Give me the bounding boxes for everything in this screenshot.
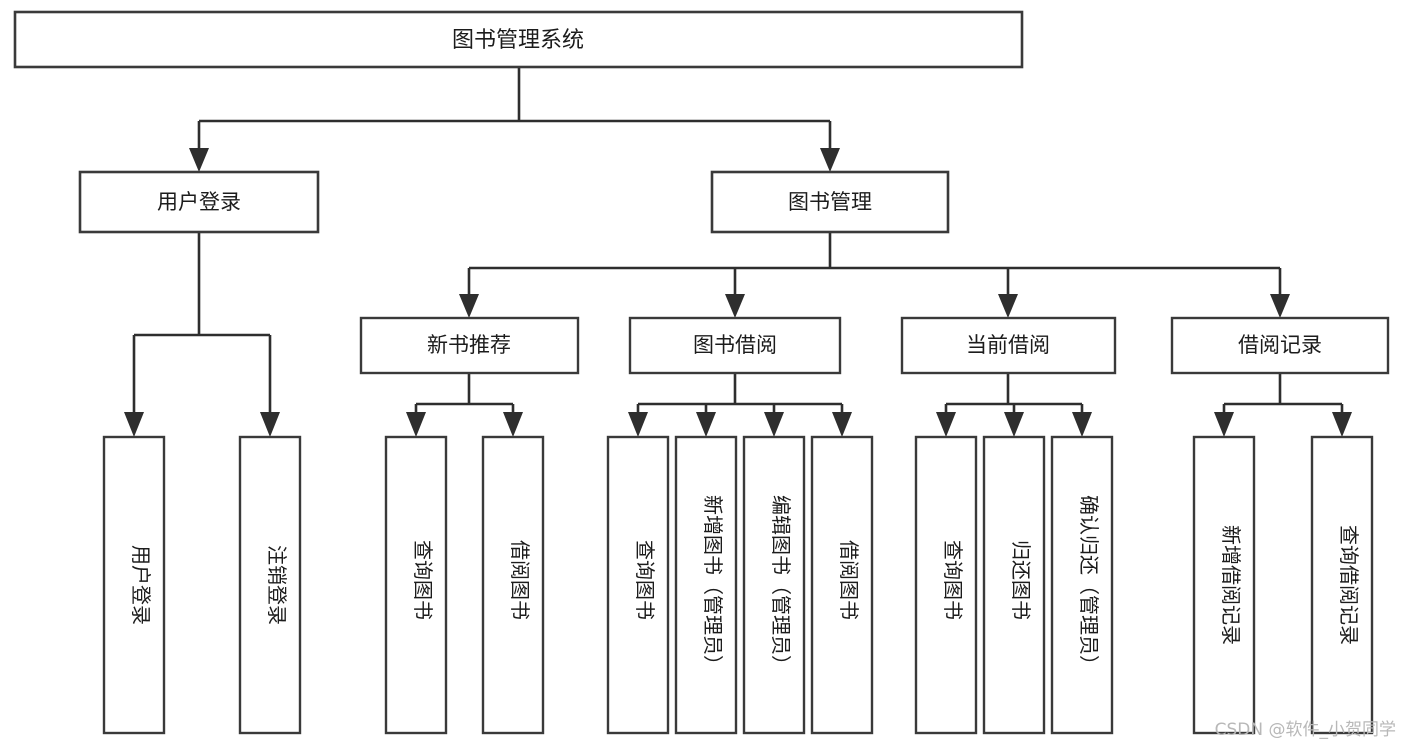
connectors bbox=[124, 67, 1352, 437]
leaf-logout-box[interactable] bbox=[238, 435, 302, 735]
node-root-system[interactable]: 图书管理系统 bbox=[13, 10, 1024, 69]
arrowhead-leaf-add-book bbox=[696, 412, 716, 437]
leaf-return-book-label: 归还图书 bbox=[1009, 540, 1033, 620]
leaf-edit-book-box[interactable] bbox=[742, 435, 806, 735]
node-book-management-label: 图书管理 bbox=[788, 190, 872, 214]
arrowhead-leaf-confirm-return bbox=[1072, 412, 1092, 437]
leaf-return-book[interactable]: 归还图书 bbox=[982, 435, 1046, 735]
node-current-borrow-label: 当前借阅 bbox=[966, 333, 1050, 357]
leaf-borrow-book-recommend[interactable]: 借阅图书 bbox=[481, 435, 545, 735]
node-borrow-record-box[interactable] bbox=[1170, 316, 1390, 375]
node-book-management[interactable]: 图书管理 bbox=[710, 170, 950, 234]
arrowhead-leaf-add-record bbox=[1214, 412, 1234, 437]
leaf-add-borrow-record-label: 新增借阅记录 bbox=[1219, 525, 1243, 645]
leaf-confirm-return[interactable]: 确认归还（管理员） bbox=[1050, 435, 1114, 735]
arrowhead-leaf-logout bbox=[260, 412, 280, 437]
leaf-add-book-label: 新增图书（管理员） bbox=[701, 495, 725, 675]
node-book-borrow-label: 图书借阅 bbox=[693, 333, 777, 357]
leaf-query-book-current-label: 查询图书 bbox=[941, 540, 965, 620]
leaf-user-login-label: 用户登录 bbox=[129, 545, 153, 625]
arrowhead-bookborrow bbox=[725, 294, 745, 318]
arrowhead-leaf-user-login bbox=[124, 412, 144, 437]
leaf-query-book-recommend[interactable]: 查询图书 bbox=[384, 435, 448, 735]
leaf-edit-book-label: 编辑图书（管理员） bbox=[769, 495, 793, 675]
arrowhead-newbook bbox=[459, 294, 479, 318]
watermark-text: CSDN @软件_小贺同学 bbox=[1215, 720, 1396, 740]
leaf-return-book-box[interactable] bbox=[982, 435, 1046, 735]
leaf-user-login-box[interactable] bbox=[102, 435, 166, 735]
node-root-system-label: 图书管理系统 bbox=[452, 28, 584, 53]
leaf-borrow-book-borrow-label: 借阅图书 bbox=[837, 540, 861, 620]
node-new-book-recommend-label: 新书推荐 bbox=[427, 333, 511, 357]
leaf-query-book-borrow-box[interactable] bbox=[606, 435, 670, 735]
leaf-query-book-borrow-label: 查询图书 bbox=[633, 540, 657, 620]
arrowhead-borrowrecord bbox=[1270, 294, 1290, 318]
leaf-logout-label: 注销登录 bbox=[265, 545, 289, 625]
node-current-borrow-box[interactable] bbox=[900, 316, 1117, 375]
leaf-edit-book[interactable]: 编辑图书（管理员） bbox=[742, 435, 806, 735]
leaf-query-book-recommend-label: 查询图书 bbox=[411, 540, 435, 620]
node-user-login-label: 用户登录 bbox=[157, 190, 241, 214]
leaf-query-book-recommend-box[interactable] bbox=[384, 435, 448, 735]
node-user-login[interactable]: 用户登录 bbox=[78, 170, 320, 234]
node-book-borrow[interactable]: 图书借阅 bbox=[628, 316, 842, 375]
arrowhead-leaf-query-book-1 bbox=[406, 412, 426, 437]
leaf-query-book-current[interactable]: 查询图书 bbox=[914, 435, 978, 735]
leaf-confirm-return-box[interactable] bbox=[1050, 435, 1114, 735]
leaf-borrow-book-recommend-box[interactable] bbox=[481, 435, 545, 735]
arrowhead-leaf-borrow-book-1 bbox=[503, 412, 523, 437]
leaf-confirm-return-label: 确认归还（管理员） bbox=[1077, 495, 1101, 675]
arrowhead-currentborrow bbox=[998, 294, 1018, 318]
arrowhead-userlogin bbox=[189, 148, 209, 172]
node-new-book-recommend-box[interactable] bbox=[359, 316, 580, 375]
leaf-query-borrow-record[interactable]: 查询借阅记录 bbox=[1310, 435, 1374, 735]
leaf-add-borrow-record[interactable]: 新增借阅记录 bbox=[1192, 435, 1256, 735]
node-borrow-record[interactable]: 借阅记录 bbox=[1170, 316, 1390, 375]
node-user-login-box[interactable] bbox=[78, 170, 320, 234]
leaf-add-book-box[interactable] bbox=[674, 435, 738, 735]
leaf-borrow-book-borrow-box[interactable] bbox=[810, 435, 874, 735]
node-book-borrow-box[interactable] bbox=[628, 316, 842, 375]
leaf-user-login[interactable]: 用户登录 bbox=[102, 435, 166, 735]
leaf-logout[interactable]: 注销登录 bbox=[238, 435, 302, 735]
leaf-query-borrow-record-box[interactable] bbox=[1310, 435, 1374, 735]
node-borrow-record-label: 借阅记录 bbox=[1238, 333, 1322, 357]
arrowhead-leaf-borrow-book-2 bbox=[832, 412, 852, 437]
arrowhead-leaf-query-book-2 bbox=[628, 412, 648, 437]
leaf-query-borrow-record-label: 查询借阅记录 bbox=[1337, 525, 1361, 645]
leaf-borrow-book-borrow[interactable]: 借阅图书 bbox=[810, 435, 874, 735]
arrowhead-leaf-return-book bbox=[1004, 412, 1024, 437]
leaf-add-book[interactable]: 新增图书（管理员） bbox=[674, 435, 738, 735]
leaf-borrow-book-recommend-label: 借阅图书 bbox=[508, 540, 532, 620]
arrowhead-leaf-query-book-3 bbox=[936, 412, 956, 437]
node-current-borrow[interactable]: 当前借阅 bbox=[900, 316, 1117, 375]
arrowhead-leaf-query-record bbox=[1332, 412, 1352, 437]
node-root-system-box[interactable] bbox=[13, 10, 1024, 69]
leaf-query-book-current-box[interactable] bbox=[914, 435, 978, 735]
arrowhead-leaf-edit-book bbox=[764, 412, 784, 437]
node-book-management-box[interactable] bbox=[710, 170, 950, 234]
leaf-add-borrow-record-box[interactable] bbox=[1192, 435, 1256, 735]
arrowhead-bookmgmt bbox=[820, 148, 840, 172]
leaf-query-book-borrow[interactable]: 查询图书 bbox=[606, 435, 670, 735]
node-new-book-recommend[interactable]: 新书推荐 bbox=[359, 316, 580, 375]
